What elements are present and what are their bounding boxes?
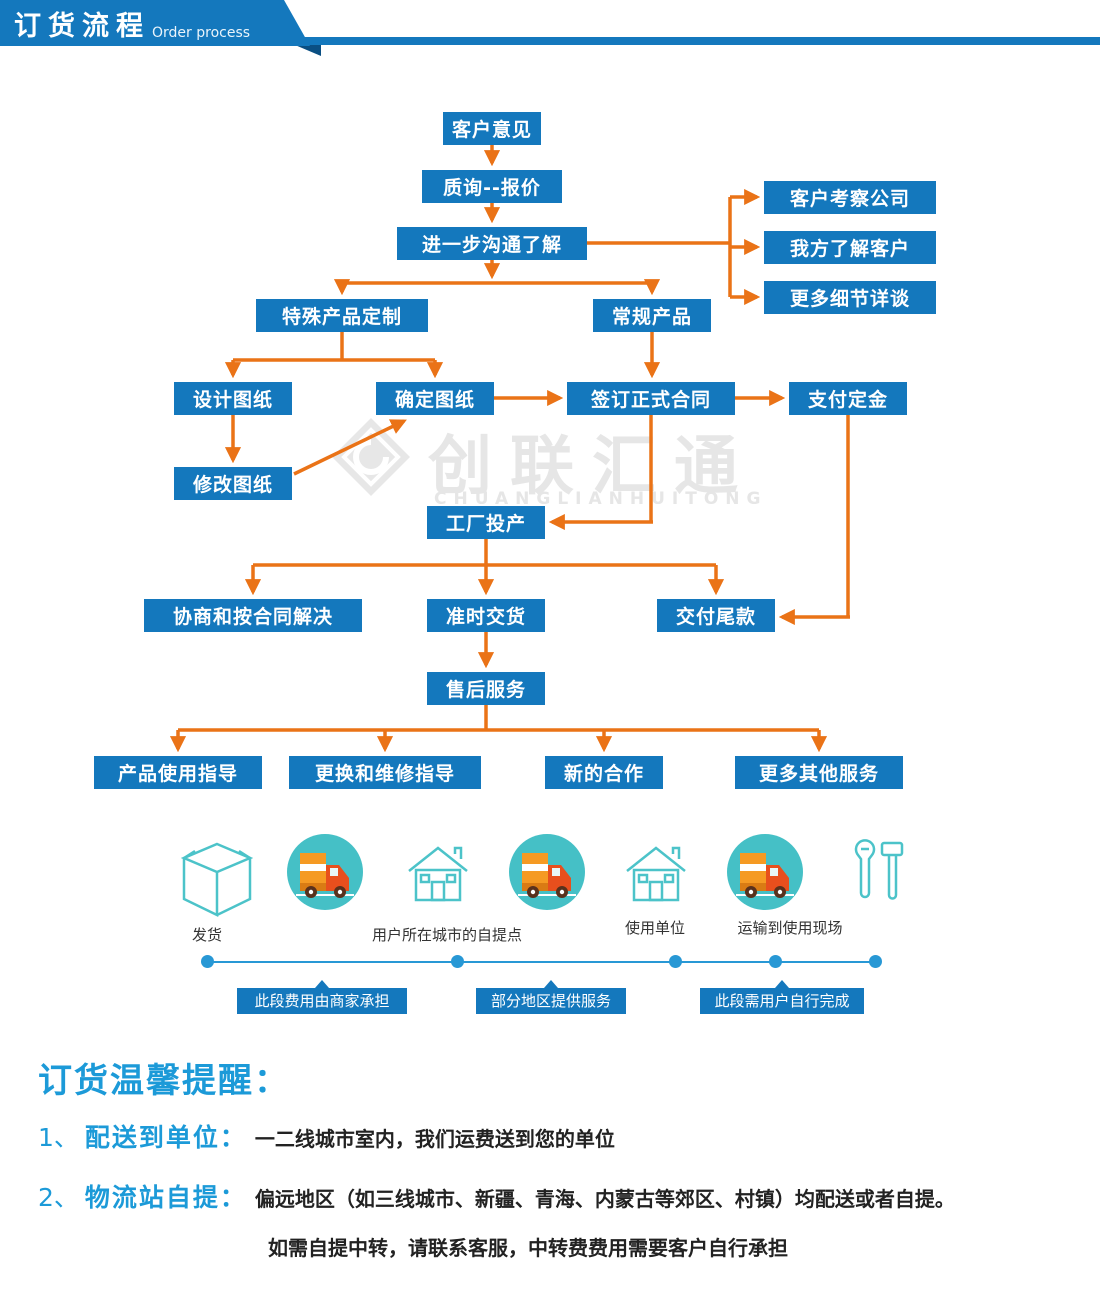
flow-box-on-time-delivery: 准时交货 bbox=[427, 599, 545, 632]
flow-box-customer-opinion: 客户意见 bbox=[443, 112, 541, 145]
station-label-ship: 发货 bbox=[191, 926, 222, 944]
flow-box-further-communication: 进一步沟通了解 bbox=[397, 227, 587, 260]
notice-item-delivery: 1、 配送到单位： 一二线城市室内，我们运费送到您的单位 bbox=[38, 1118, 615, 1154]
station-label-pickup-point: 用户所在城市的自提点 bbox=[371, 926, 522, 944]
header-banner: 订货流程 Order process bbox=[0, 0, 310, 46]
timeline-dot bbox=[451, 955, 464, 968]
flow-box-replacement-repair-guide: 更换和维修指导 bbox=[289, 756, 481, 789]
watermark-latin-text: CHUANGLIANHUITONG bbox=[434, 489, 768, 509]
timeline-line bbox=[207, 961, 875, 963]
flow-box-client-visits-company: 客户考察公司 bbox=[764, 181, 936, 214]
notice-item-number: 2、 bbox=[38, 1183, 79, 1212]
flow-box-more-details-discussion: 更多细节详谈 bbox=[764, 281, 936, 314]
timeline-dot bbox=[769, 955, 782, 968]
page-subtitle: Order process bbox=[152, 25, 251, 41]
timeline-dot bbox=[869, 955, 882, 968]
delivery-truck-icon bbox=[509, 834, 585, 910]
station-label-transport-to-site: 运输到使用现场 bbox=[737, 919, 843, 937]
flow-box-more-services: 更多其他服务 bbox=[735, 756, 903, 789]
timeline-dot bbox=[669, 955, 682, 968]
flow-box-standard-product: 常规产品 bbox=[593, 299, 711, 332]
flow-box-sign-contract: 签订正式合同 bbox=[567, 382, 735, 415]
notice-item-text: 偏远地区（如三线城市、新疆、青海、内蒙古等郊区、村镇）均配送或者自提。 bbox=[254, 1187, 955, 1211]
notice-item-number: 1、 bbox=[38, 1123, 79, 1152]
flow-box-after-sales-service: 售后服务 bbox=[427, 672, 545, 705]
timeline-tag-user-cost: 此段需用户自行完成 bbox=[700, 980, 864, 1014]
notice-footnote: 如需自提中转，请联系客服，中转费费用需要客户自行承担 bbox=[268, 1236, 788, 1260]
timeline-tag-merchant-cost: 此段费用由商家承担 bbox=[237, 980, 407, 1014]
timeline-tag-partial-service: 部分地区提供服务 bbox=[476, 980, 626, 1014]
flow-box-custom-product: 特殊产品定制 bbox=[256, 299, 428, 332]
notice-item-label: 物流站自提： bbox=[84, 1183, 247, 1212]
flow-box-confirm-drawing: 确定图纸 bbox=[376, 382, 494, 415]
flow-box-negotiate-per-contract: 协商和按合同解决 bbox=[144, 599, 362, 632]
flow-box-factory-production: 工厂投产 bbox=[427, 506, 545, 539]
flow-box-pay-balance: 交付尾款 bbox=[657, 599, 775, 632]
flow-box-design-drawing: 设计图纸 bbox=[174, 382, 292, 415]
flow-box-pay-deposit: 支付定金 bbox=[789, 382, 907, 415]
shipping-box-icon bbox=[181, 842, 253, 917]
house-icon bbox=[408, 846, 468, 902]
page-title: 订货流程 bbox=[14, 10, 150, 42]
flow-box-new-cooperation: 新的合作 bbox=[545, 756, 663, 789]
notice-item-label: 配送到单位： bbox=[84, 1123, 247, 1152]
notice-title: 订货温馨提醒： bbox=[38, 1061, 290, 1101]
notice-item-text: 一二线城市室内，我们运费送到您的单位 bbox=[254, 1127, 615, 1151]
station-label-user-unit: 使用单位 bbox=[624, 919, 685, 937]
watermark-text: 创联汇通 bbox=[428, 430, 756, 504]
house-icon bbox=[626, 846, 686, 902]
header-strip bbox=[0, 37, 1100, 45]
notice-item-self-pickup: 2、 物流站自提： 偏远地区（如三线城市、新疆、青海、内蒙古等郊区、村镇）均配送… bbox=[38, 1178, 955, 1214]
tools-icon bbox=[854, 839, 904, 900]
flow-box-we-know-client: 我方了解客户 bbox=[764, 231, 936, 264]
header-fold bbox=[295, 45, 321, 56]
flow-box-product-usage-guide: 产品使用指导 bbox=[94, 756, 262, 789]
delivery-truck-icon bbox=[287, 834, 363, 910]
flow-box-inquiry-quote: 质询--报价 bbox=[422, 170, 562, 203]
timeline-dot bbox=[201, 955, 214, 968]
flow-box-revise-drawing: 修改图纸 bbox=[174, 467, 292, 500]
watermark-logo-icon bbox=[332, 418, 410, 496]
delivery-truck-icon bbox=[727, 834, 803, 910]
